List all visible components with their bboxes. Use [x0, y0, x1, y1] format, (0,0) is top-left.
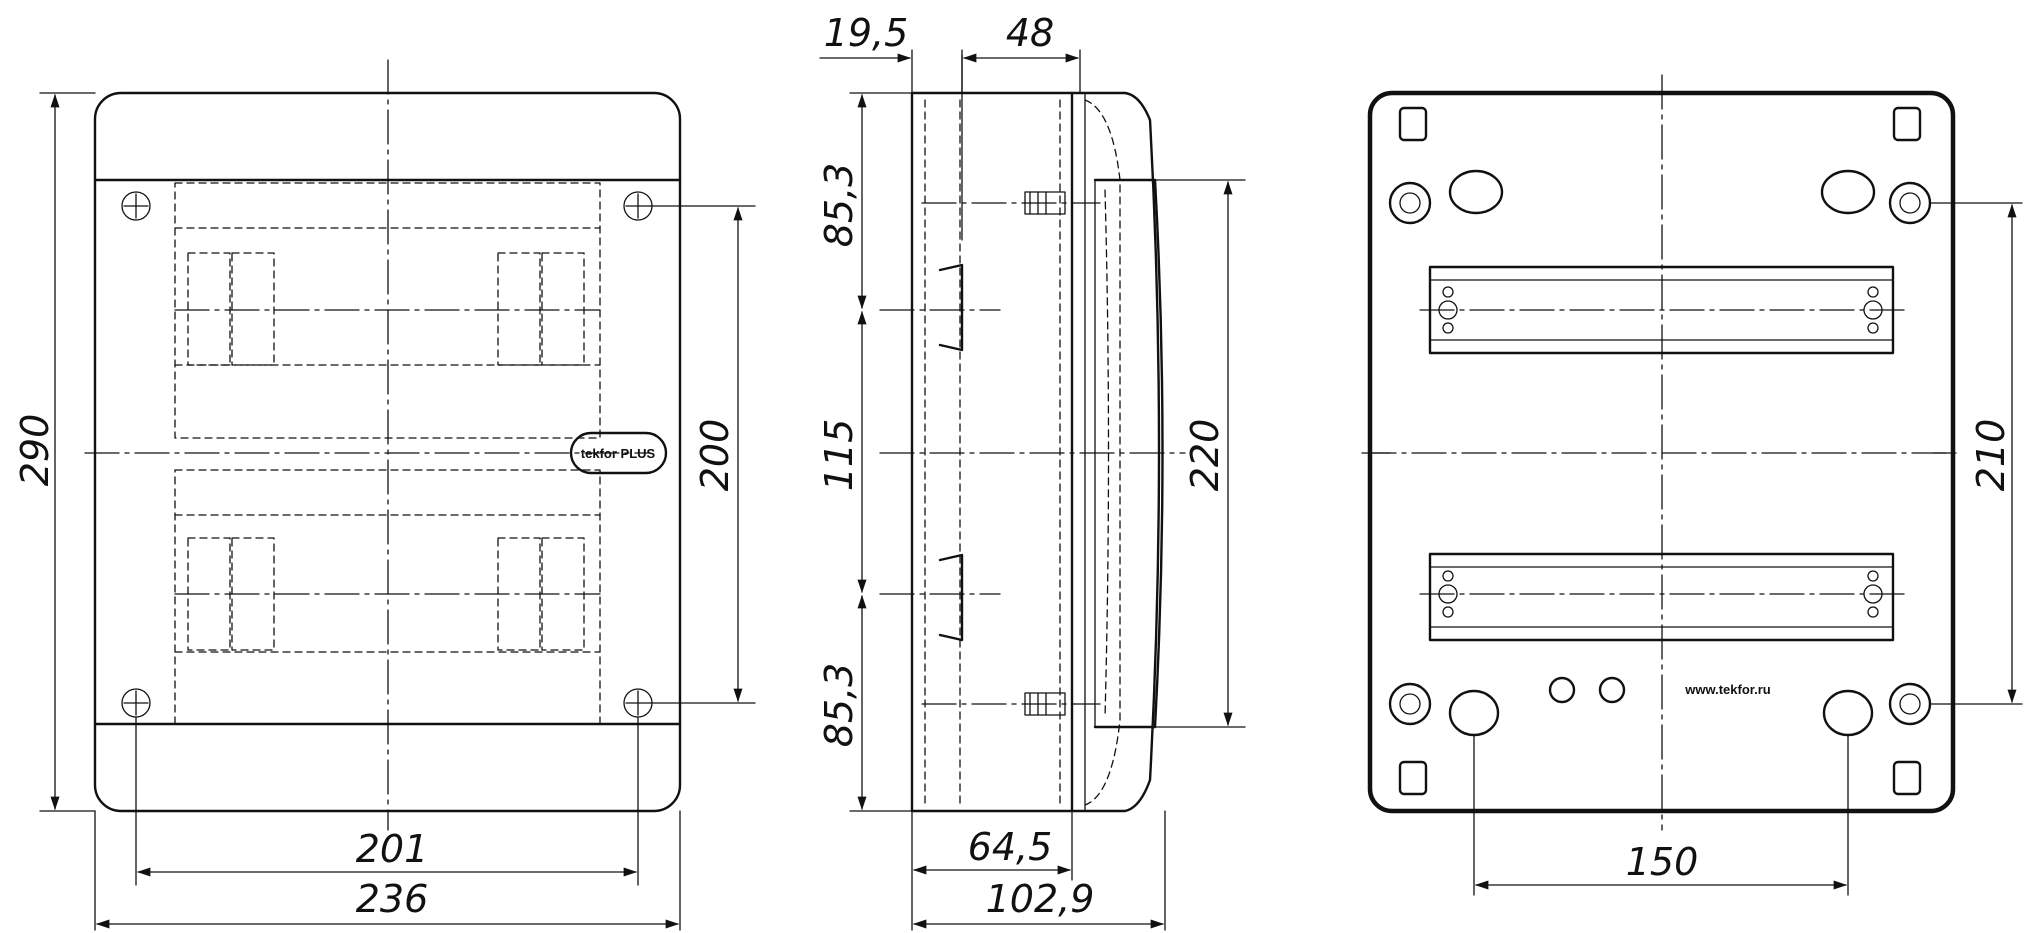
- back-hole-spacing-label: 150: [1626, 840, 1699, 884]
- screw-icon: [1438, 286, 1458, 334]
- front-logo: tekfor PLUS: [581, 446, 656, 461]
- back-rail-spacing-label: 210: [1969, 419, 2013, 492]
- back-view: www.tekfor.ru 210 150: [1361, 74, 2023, 896]
- front-width-label: 236: [356, 877, 429, 921]
- front-view: tekfor PLUS 290 200 201 236: [13, 59, 756, 931]
- side-top-a-label: 19,5: [824, 11, 909, 55]
- screw-icon: [1438, 570, 1458, 618]
- ground-symbol-icon: [1598, 676, 1626, 704]
- side-seg-mid-label: 115: [817, 419, 861, 492]
- front-height-label: 290: [13, 414, 57, 487]
- screw-icon: [121, 191, 151, 221]
- front-mount-width-label: 201: [356, 827, 429, 871]
- side-depth-total-label: 102,9: [986, 877, 1095, 921]
- screw-icon: [623, 191, 653, 221]
- screw-icon: [623, 688, 653, 718]
- mounting-hole-icon: [1888, 682, 1932, 726]
- ground-symbol-icon: [1548, 676, 1576, 704]
- mounting-hole-icon: [1388, 181, 1432, 225]
- mounting-hole-icon: [1888, 181, 1932, 225]
- side-depth-inner-label: 64,5: [968, 825, 1053, 869]
- screw-icon: [1863, 570, 1883, 618]
- side-top-b-label: 48: [1006, 11, 1054, 55]
- side-seg-bot-label: 85,3: [817, 663, 861, 748]
- side-seg-top-label: 85,3: [817, 163, 861, 248]
- side-view: 19,5 48 85,3 115 85,3 220 64,5 102,9: [817, 11, 1246, 931]
- front-mount-height-label: 200: [693, 419, 737, 492]
- screw-icon: [1863, 286, 1883, 334]
- back-website: www.tekfor.ru: [1684, 682, 1771, 697]
- mounting-hole-icon: [1388, 682, 1432, 726]
- screw-icon: [121, 688, 151, 718]
- side-door-height-label: 220: [1183, 419, 1227, 492]
